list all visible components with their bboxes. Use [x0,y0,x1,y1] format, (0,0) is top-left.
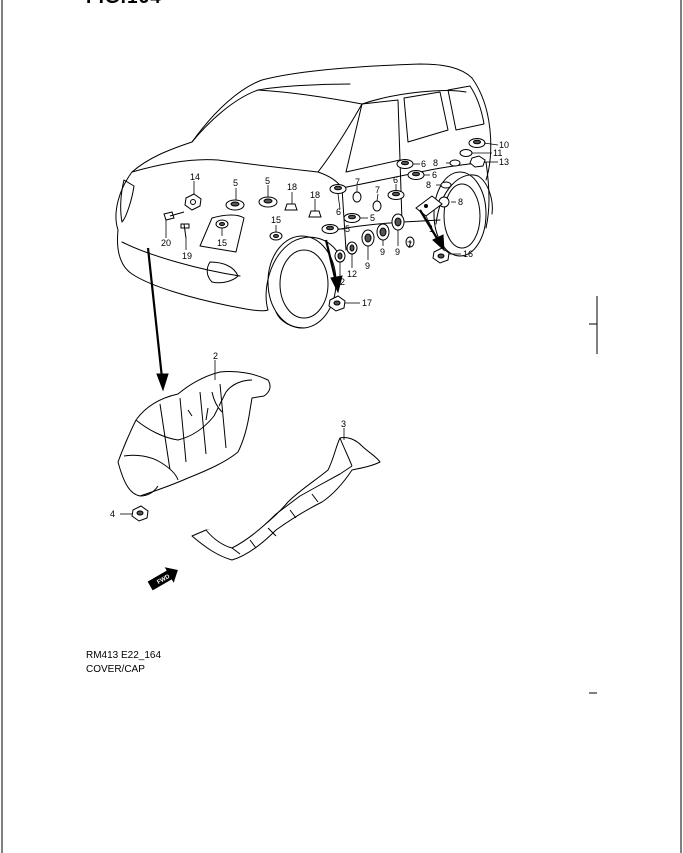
callout-17: 17 [362,298,372,308]
callout-12: 12 [347,269,357,279]
callout-9: 9 [395,247,400,257]
part-plug-8b [440,181,452,189]
part-plug-8a [449,159,461,167]
part-bolt-20 [163,211,185,221]
vehicle-outline [115,63,493,329]
part-clip-18a [284,203,298,211]
leader-lines [120,142,499,515]
callout-13: 13 [499,157,509,167]
figure-name: COVER/CAP [86,664,145,675]
callout-6: 6 [336,207,341,217]
callout-2: 2 [213,351,218,361]
callout-12: 12 [335,277,345,287]
part-plug-7b [372,200,382,212]
callout-15: 15 [271,215,281,225]
callout-14: 14 [190,172,200,182]
callout-5: 5 [265,176,270,186]
callout-7: 7 [355,177,360,187]
callout-6: 6 [421,159,426,169]
fasteners [131,138,486,522]
part-nut-13 [469,155,486,168]
callout-8: 8 [433,158,438,168]
callout-19: 19 [182,251,192,261]
callout-9: 9 [365,261,370,271]
pointer-arrows [146,209,445,392]
callout-10: 10 [499,140,509,150]
callout-8: 8 [426,180,431,190]
callout-8: 8 [458,197,463,207]
part-screw-19 [180,223,190,239]
figure-code: RM413 E22_164 [86,650,162,661]
figure-title: FIG.164 [86,0,162,9]
fwd-arrow-icon: FWD [147,567,178,591]
part-grommet-11 [459,149,473,157]
callout-11: 11 [493,148,502,158]
callout-5: 5 [345,224,350,234]
part-clip-18b [308,210,322,218]
callout-9: 9 [380,247,385,257]
callout-6: 6 [432,170,437,180]
callout-18: 18 [310,190,320,200]
part-2-splash-shield [117,371,271,497]
callout-16: 16 [463,249,473,259]
callout-5: 5 [233,178,238,188]
callout-7: 7 [375,185,380,195]
callout-18: 18 [287,182,297,192]
callout-4: 4 [110,509,115,519]
callout-6: 6 [393,175,398,185]
callout-1: 1 [429,224,434,234]
callout-20: 20 [161,238,171,248]
callout-5: 5 [370,213,375,223]
part-3-splash-shield [191,437,381,561]
callout-3: 3 [341,419,346,429]
part-plug-7a [352,191,362,203]
callout-7: 7 [407,240,412,250]
callout-15: 15 [217,238,227,248]
figure-caption: RM413 E22_164 COVER/CAP [86,649,161,677]
callout-labels: 14 5 5 18 18 7 7 6 6 6 6 10 11 13 8 8 8 … [110,140,509,519]
